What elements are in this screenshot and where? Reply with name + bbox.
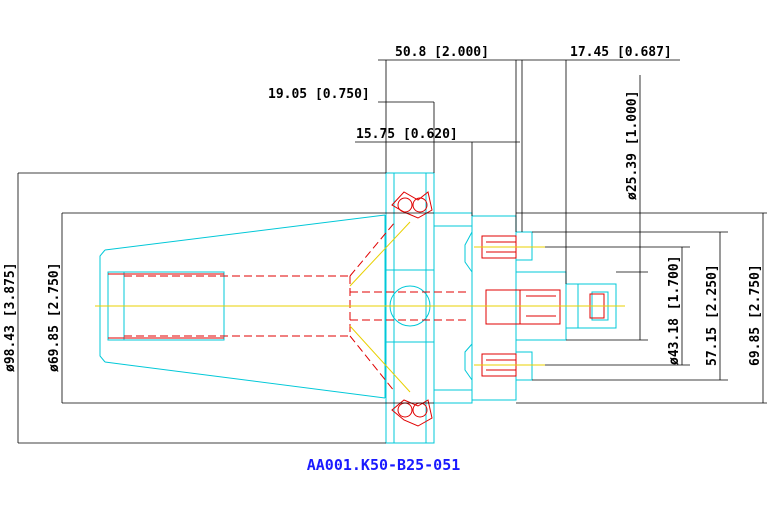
part-number-label: AA001.K50-B25-051 bbox=[306, 456, 461, 474]
dim-17-45: 17.45 [0.687] bbox=[570, 45, 672, 60]
dim-dia-43-18: ø43.18 [1.700] bbox=[667, 255, 682, 365]
center-lines bbox=[95, 221, 625, 393]
dim-15-75: 15.75 [0.620] bbox=[356, 127, 458, 142]
outline-geometry bbox=[99, 172, 617, 444]
dim-19-05: 19.05 [0.750] bbox=[268, 87, 370, 102]
dim-69-85-right: 69.85 [2.750] bbox=[748, 264, 763, 366]
dim-dia-98-43: ø98.43 [3.875] bbox=[3, 262, 18, 372]
dim-57-15: 57.15 [2.250] bbox=[705, 264, 720, 366]
dim-dia-69-85-left: ø69.85 [2.750] bbox=[47, 262, 62, 372]
dim-dia-25-39: ø25.39 [1.000] bbox=[625, 90, 640, 200]
dim-50-8: 50.8 [2.000] bbox=[395, 45, 489, 60]
hidden-geometry bbox=[108, 191, 605, 427]
dimension-lines bbox=[17, 59, 767, 444]
